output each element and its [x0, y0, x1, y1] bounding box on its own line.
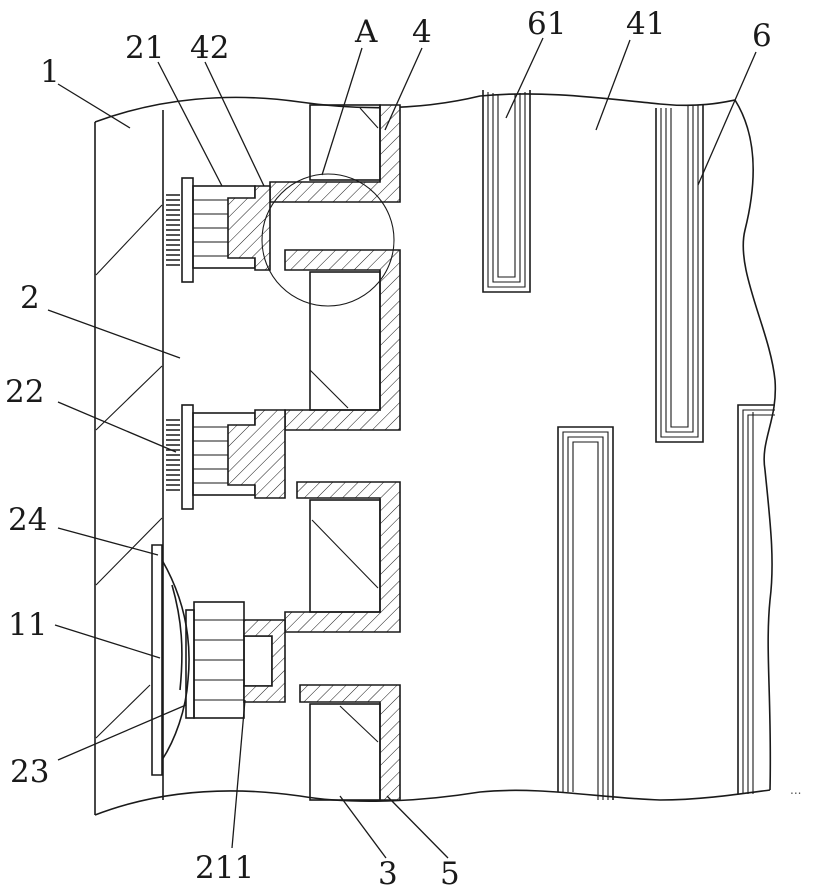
leader-lines [48, 38, 756, 858]
frame-body [95, 94, 775, 815]
label-41: 41 [626, 6, 665, 42]
label-5: 5 [440, 856, 460, 892]
wall-part-4 [270, 105, 400, 800]
label-22: 22 [5, 374, 44, 410]
label-4: 4 [412, 14, 432, 50]
label-3: 3 [378, 856, 398, 892]
label-11: 11 [8, 607, 47, 643]
label-42: 42 [190, 30, 229, 66]
label-2: 2 [20, 280, 40, 316]
channel-lower-left [558, 427, 613, 800]
connector-bottom [152, 545, 285, 775]
label-21: 21 [125, 30, 164, 66]
label-dots: ... [790, 783, 801, 797]
channel-61 [483, 90, 530, 292]
label-23: 23 [10, 754, 49, 790]
label-24: 24 [8, 502, 47, 538]
label-61: 61 [527, 6, 566, 42]
label-6: 6 [752, 18, 772, 54]
channel-6 [656, 104, 703, 442]
connector-middle [166, 405, 285, 509]
connector-top [166, 178, 270, 282]
label-211: 211 [195, 850, 254, 886]
label-1: 1 [40, 54, 60, 90]
label-a: A [354, 14, 378, 50]
